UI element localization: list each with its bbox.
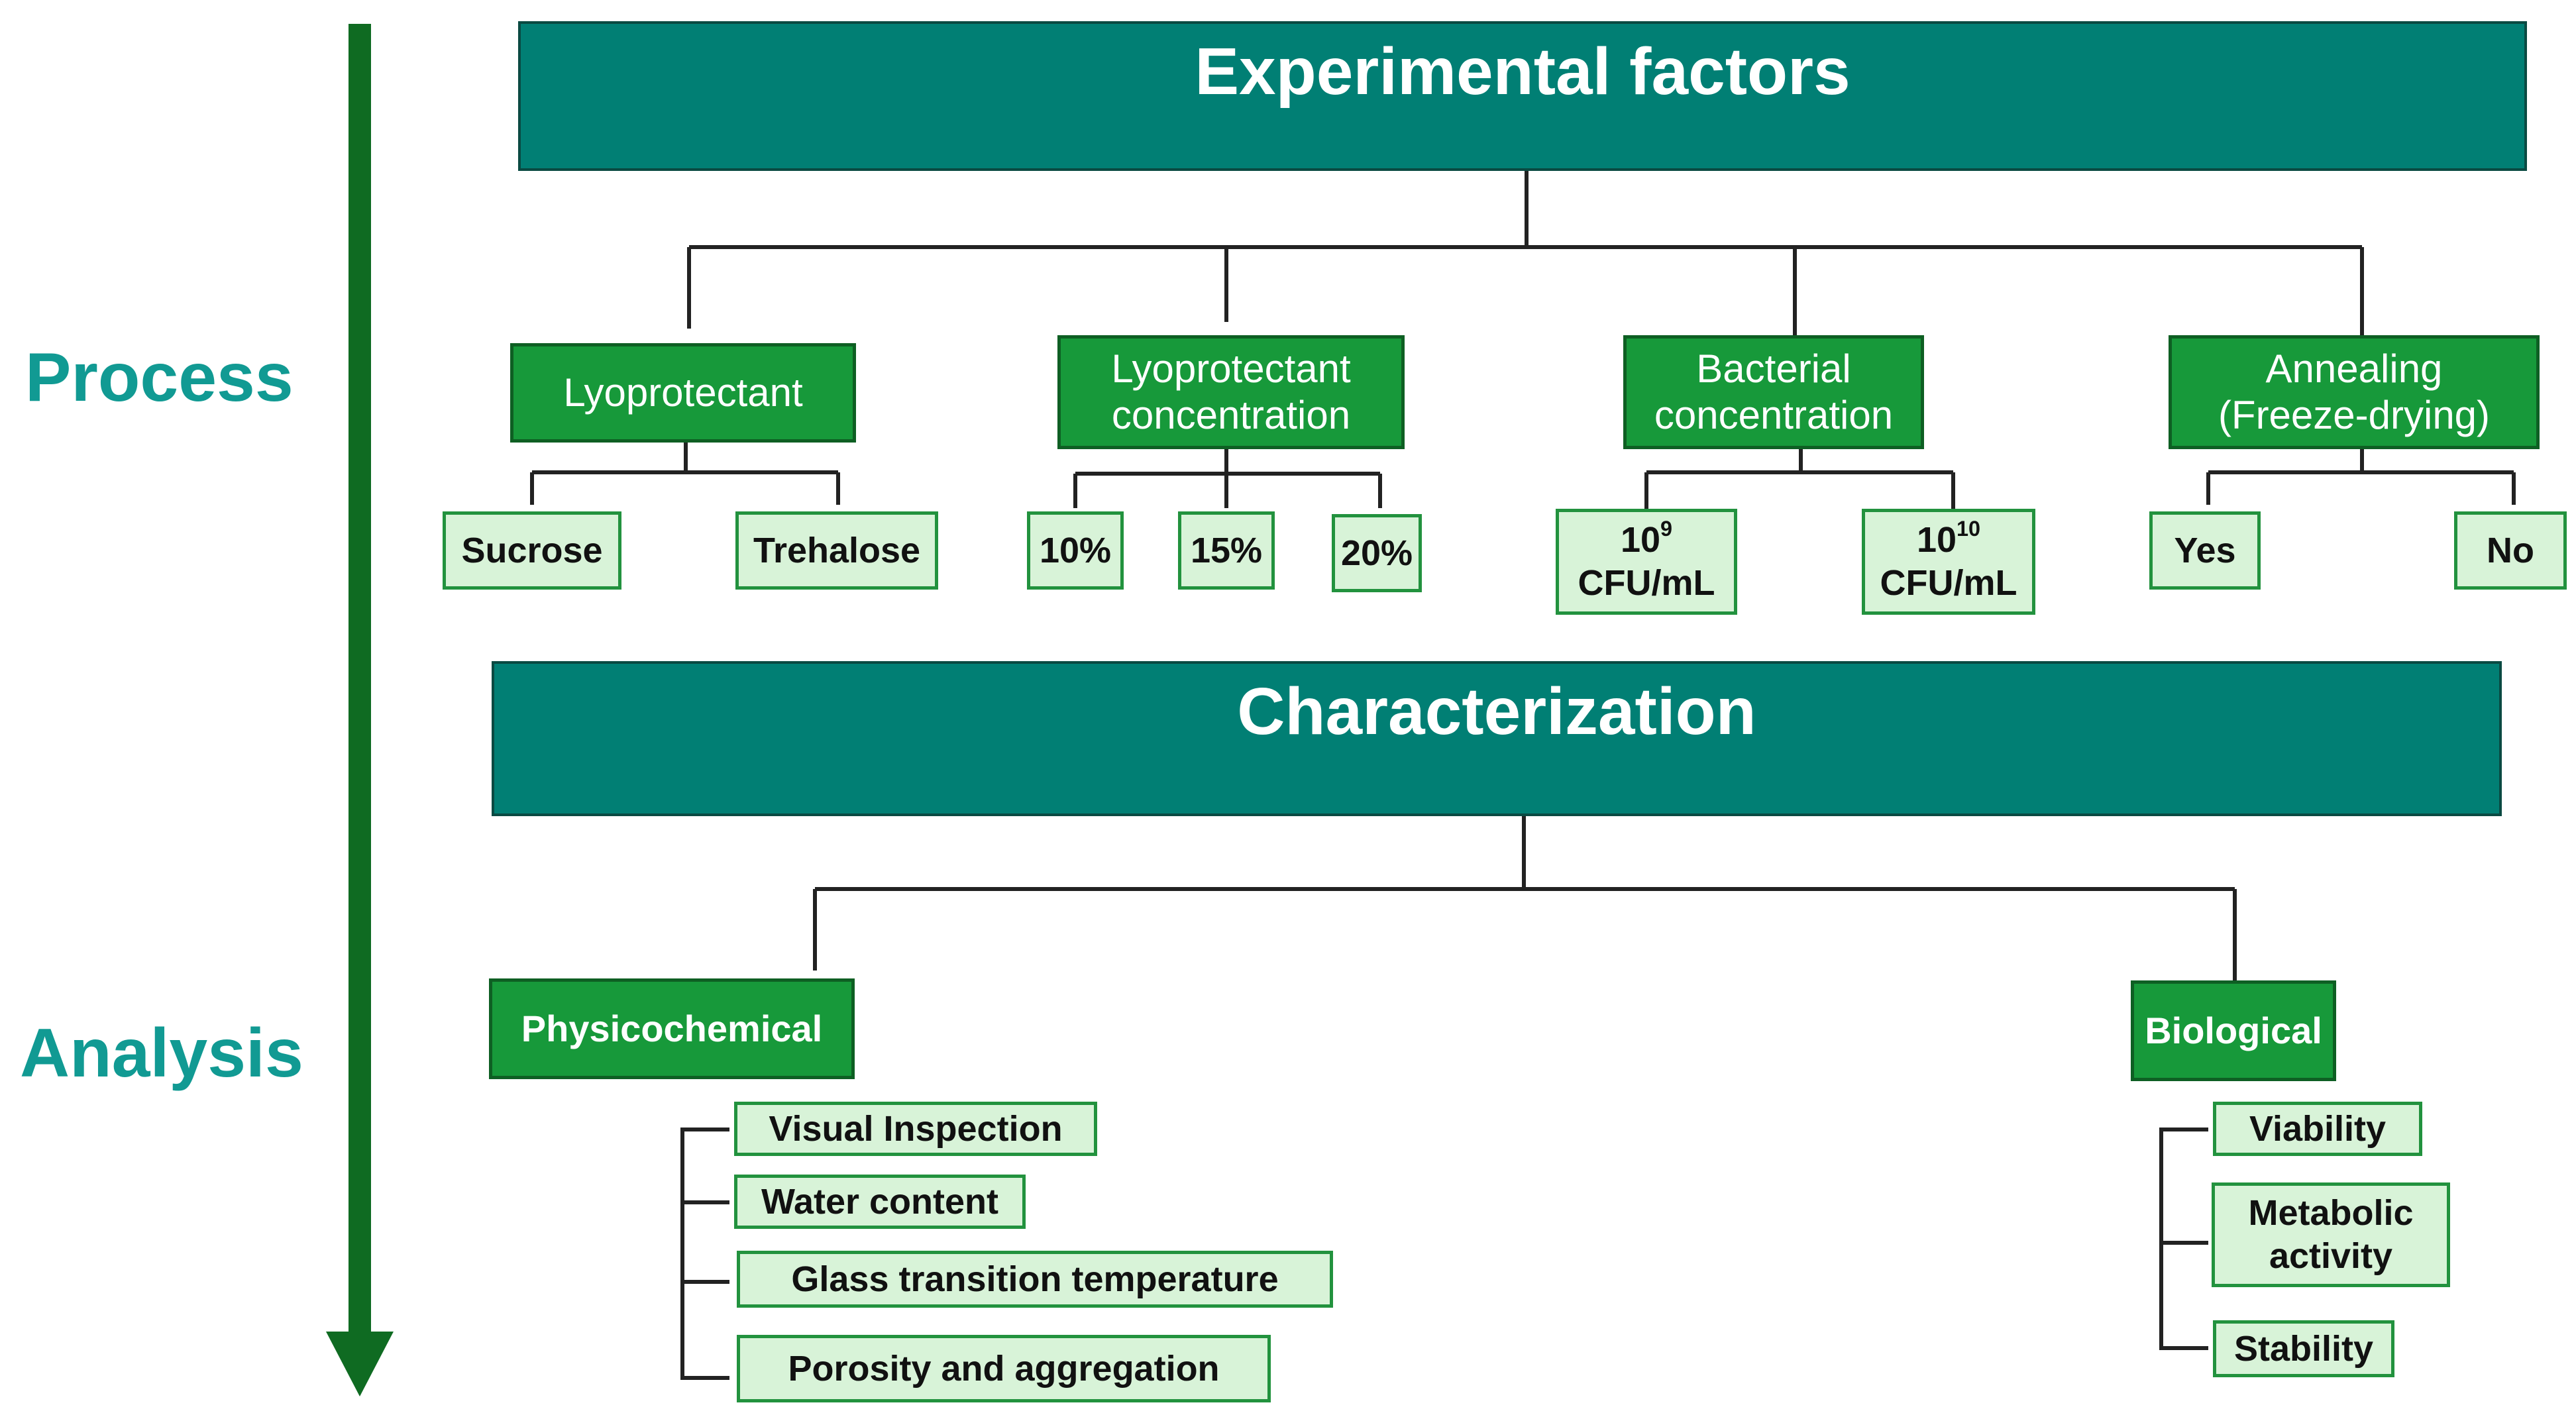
item-porosity-and-aggregation: Porosity and aggregation — [737, 1335, 1271, 1402]
option-yes: Yes — [2149, 511, 2261, 590]
item-viability: Viability — [2213, 1102, 2422, 1156]
option-no: No — [2454, 511, 2567, 590]
option-10e9-cfu: 109 CFU/mL — [1556, 509, 1737, 615]
item-stability: Stability — [2213, 1320, 2394, 1377]
experimental-factors-header: Experimental factors — [518, 21, 2527, 171]
option-10-percent: 10% — [1027, 511, 1124, 590]
analysis-label: Analysis — [20, 1015, 303, 1092]
lyoprotectant-box: Lyoprotectant — [510, 343, 856, 443]
option-20-percent: 20% — [1332, 514, 1422, 592]
physicochemical-box: Physicochemical — [489, 978, 855, 1079]
biological-box: Biological — [2131, 980, 2336, 1081]
process-label: Process — [25, 339, 294, 416]
option-10e10-cfu: 1010 CFU/mL — [1862, 509, 2035, 615]
option-15-percent: 15% — [1178, 511, 1275, 590]
option-trehalose: Trehalose — [735, 511, 938, 590]
item-glass-transition-temperature: Glass transition temperature — [737, 1251, 1333, 1308]
option-sucrose: Sucrose — [443, 511, 621, 590]
characterization-header: Characterization — [492, 661, 2502, 816]
item-water-content: Water content — [734, 1175, 1026, 1229]
annealing-box: Annealing(Freeze-drying) — [2169, 335, 2540, 449]
item-metabolic-activity: Metabolic activity — [2212, 1182, 2450, 1287]
item-visual-inspection: Visual Inspection — [734, 1102, 1097, 1156]
